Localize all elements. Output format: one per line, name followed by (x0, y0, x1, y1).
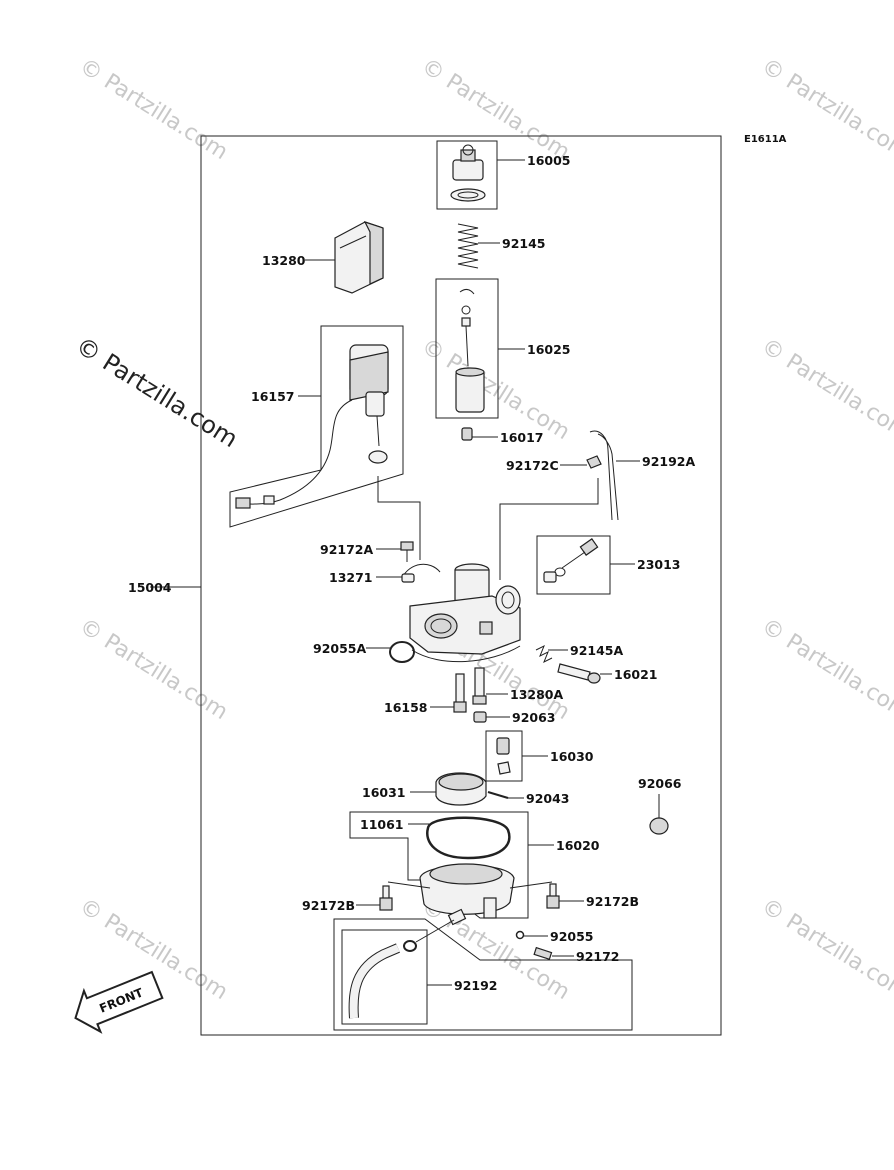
part-screw-16021[interactable] (557, 663, 601, 684)
part-label-92192a[interactable]: 92192A (642, 454, 695, 469)
part-jet-16158[interactable] (453, 673, 467, 713)
watermark-text: © Partzilla.com (75, 614, 232, 725)
part-label-16157[interactable]: 16157 (251, 389, 295, 404)
part-oring-92055a[interactable] (389, 641, 415, 663)
part-screw-92172b-left[interactable] (379, 885, 393, 911)
part-label-92055a[interactable]: 92055A (313, 641, 366, 656)
part-top-cap[interactable] (450, 144, 486, 202)
part-label-16017[interactable]: 16017 (500, 430, 544, 445)
box-92192-inner (341, 929, 428, 1025)
part-label-23013[interactable]: 23013 (637, 557, 681, 572)
part-screw-92172[interactable] (533, 946, 553, 961)
part-auto-choke-16157[interactable] (235, 344, 389, 509)
watermark-text: © Partzilla.com (417, 54, 574, 165)
box-23013 (536, 535, 611, 595)
part-label-92043[interactable]: 92043 (526, 791, 570, 806)
part-pin-92043[interactable] (487, 791, 509, 799)
part-spring-92145[interactable] (457, 223, 479, 269)
part-label-16021[interactable]: 16021 (614, 667, 658, 682)
part-plug-92066[interactable] (649, 817, 669, 835)
part-jet-92063[interactable] (473, 711, 487, 723)
watermark-main: © Partzilla.com (71, 331, 243, 453)
watermark-text: © Partzilla.com (757, 894, 894, 1005)
part-screw-92172c[interactable] (586, 455, 602, 469)
part-screw-92172a[interactable] (400, 541, 414, 562)
part-label-15004[interactable]: 15004 (128, 580, 172, 595)
watermark-text: © Partzilla.com (757, 614, 894, 725)
part-spring-92145a[interactable] (535, 644, 553, 664)
part-label-92172[interactable]: 92172 (576, 949, 620, 964)
part-label-16030[interactable]: 16030 (550, 749, 594, 764)
part-label-92063[interactable]: 92063 (512, 710, 556, 725)
assembly-frame-15004 (200, 135, 722, 1036)
part-label-92172a[interactable]: 92172A (320, 542, 373, 557)
part-screw-92172b-right[interactable] (546, 883, 560, 909)
part-label-92172b-left[interactable]: 92172B (302, 898, 355, 913)
box-16005 (436, 140, 498, 210)
watermark-text: © Partzilla.com (757, 54, 894, 165)
part-float-16031[interactable] (435, 772, 487, 806)
part-label-92145a[interactable]: 92145A (570, 643, 623, 658)
part-clamp-13271[interactable] (401, 563, 441, 583)
part-label-11061[interactable]: 11061 (360, 817, 404, 832)
part-drain-hose-92192[interactable] (348, 919, 455, 1019)
part-carburetor-body[interactable] (409, 563, 521, 663)
part-oring-92055[interactable] (515, 930, 525, 940)
box-92192 (333, 918, 633, 1031)
watermark-text: © Partzilla.com (75, 54, 232, 165)
part-label-13271[interactable]: 13271 (329, 570, 373, 585)
part-label-13280[interactable]: 13280 (262, 253, 306, 268)
front-arrow-icon: FRONT (74, 970, 164, 1034)
part-cover-13280[interactable] (334, 220, 384, 294)
part-label-13280a[interactable]: 13280A (510, 687, 563, 702)
part-label-16020[interactable]: 16020 (556, 838, 600, 853)
part-float-valve-16030[interactable] (496, 737, 511, 775)
part-idle-screw-23013[interactable] (543, 538, 599, 583)
part-float-chamber-16020[interactable] (419, 863, 515, 926)
part-label-92192[interactable]: 92192 (454, 978, 498, 993)
watermark-text: © Partzilla.com (757, 334, 894, 445)
part-jet-needle-set[interactable] (455, 288, 485, 413)
part-vent-tube-92192a[interactable] (589, 430, 619, 521)
part-label-16025[interactable]: 16025 (527, 342, 571, 357)
part-jet-16017[interactable] (461, 427, 473, 441)
part-label-16158[interactable]: 16158 (384, 700, 428, 715)
part-holder-13280a[interactable] (472, 667, 487, 705)
part-label-92145[interactable]: 92145 (502, 236, 546, 251)
part-label-92172c[interactable]: 92172C (506, 458, 559, 473)
part-gasket-11061[interactable] (426, 816, 511, 860)
part-label-16005[interactable]: 16005 (527, 153, 571, 168)
part-label-92055[interactable]: 92055 (550, 929, 594, 944)
part-label-92066[interactable]: 92066 (638, 776, 682, 791)
part-label-16031[interactable]: 16031 (362, 785, 406, 800)
diagram-code: E1611A (744, 134, 787, 145)
part-label-92172b-right[interactable]: 92172B (586, 894, 639, 909)
